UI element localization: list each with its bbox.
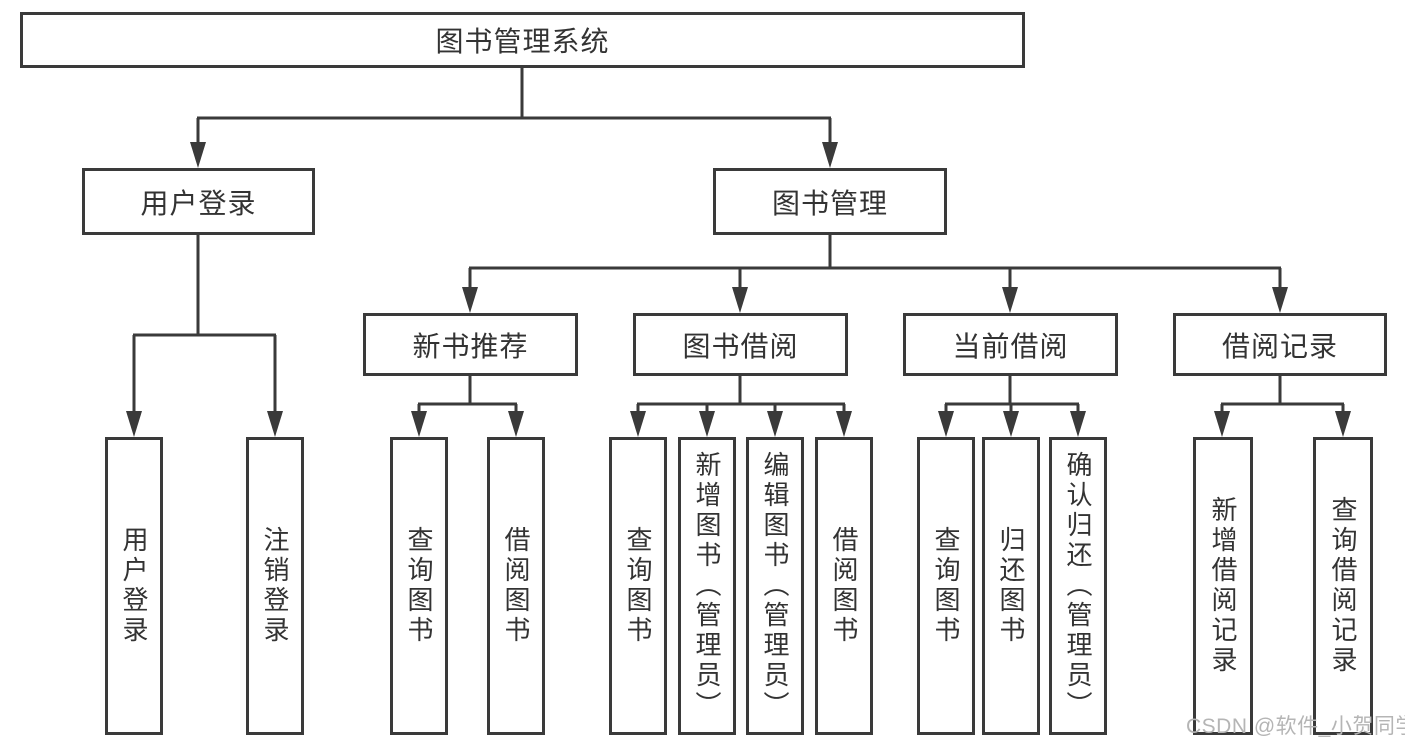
leaf-borrow-book-borrow: 借阅图书: [815, 437, 873, 735]
leaf-query-book-current: 查询图书: [917, 437, 975, 735]
node-borrow-records: 借阅记录: [1173, 313, 1387, 376]
node-book-management: 图书管理: [713, 168, 947, 235]
leaf-query-borrow-record: 查询借阅记录: [1313, 437, 1373, 735]
csdn-watermark: CSDN @软件_小贺同学: [1186, 715, 1405, 738]
leaf-borrow-book-recommend: 借阅图书: [487, 437, 545, 735]
node-current-borrow: 当前借阅: [903, 313, 1118, 376]
leaf-confirm-return-admin: 确认归还（管理员）: [1049, 437, 1107, 735]
node-user-login: 用户登录: [82, 168, 315, 235]
leaf-logout: 注销登录: [246, 437, 304, 735]
node-root: 图书管理系统: [20, 12, 1025, 68]
node-book-borrow: 图书借阅: [633, 313, 848, 376]
node-new-book-recommend: 新书推荐: [363, 313, 578, 376]
leaf-return-book: 归还图书: [982, 437, 1040, 735]
leaf-add-borrow-record: 新增借阅记录: [1193, 437, 1253, 735]
leaf-query-book-borrow: 查询图书: [609, 437, 667, 735]
leaf-query-book-recommend: 查询图书: [390, 437, 448, 735]
leaf-add-book-admin: 新增图书（管理员）: [678, 437, 736, 735]
leaf-user-login: 用户登录: [105, 437, 163, 735]
leaf-edit-book-admin: 编辑图书（管理员）: [746, 437, 804, 735]
